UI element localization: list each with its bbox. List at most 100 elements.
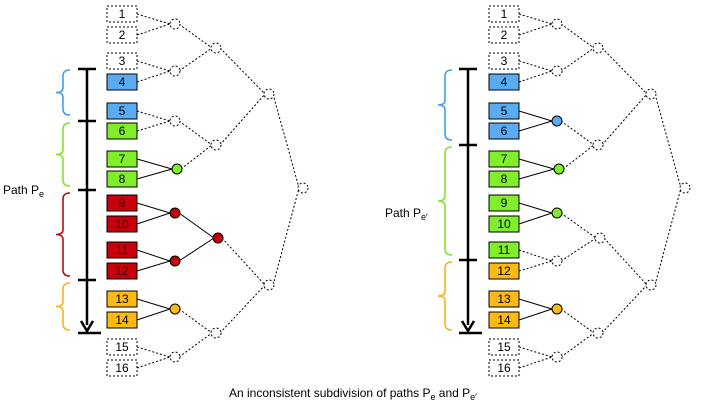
tree-edge — [518, 120, 553, 132]
leaf-label: 9 — [119, 196, 126, 210]
leaf-box — [106, 170, 138, 188]
leaf-box — [488, 338, 520, 356]
leaf-box — [106, 5, 138, 23]
tree-edge — [219, 47, 266, 95]
tree-edge — [136, 346, 171, 358]
leaf-label: 1 — [501, 7, 508, 21]
leaf-label: 1 — [119, 7, 126, 21]
segment-brace — [55, 192, 71, 277]
leaf-label: 3 — [119, 54, 126, 68]
path-node — [169, 207, 181, 219]
tree-edge — [560, 237, 597, 262]
path-node — [169, 303, 181, 315]
leaf-label: 5 — [501, 104, 508, 118]
tree-edge — [518, 202, 553, 214]
tree-edge — [136, 120, 171, 132]
tree-edge — [654, 93, 682, 189]
segment-brace — [437, 146, 453, 256]
leaf-box — [106, 338, 138, 356]
tree-edge — [136, 60, 171, 72]
leaf-label: 16 — [497, 361, 511, 375]
tree-node — [592, 42, 604, 54]
leaf-label: 4 — [119, 75, 126, 89]
tree-edge — [178, 332, 213, 358]
leaf-box — [106, 102, 138, 120]
tree-edge — [518, 298, 553, 310]
tree-node — [169, 18, 181, 30]
tree-node — [297, 182, 309, 194]
leaf-label: 2 — [119, 28, 126, 42]
tree-edge — [601, 93, 648, 146]
leaf-box — [488, 150, 520, 168]
path-node — [212, 232, 224, 244]
leaf-box — [106, 52, 138, 70]
tree-edge — [136, 298, 171, 310]
leaf-label: 11 — [116, 243, 129, 257]
tree-edge — [178, 237, 215, 262]
tree-edge — [178, 47, 213, 72]
tree-node — [645, 88, 657, 100]
leaf-label: 16 — [115, 361, 129, 375]
leaf-box — [106, 241, 138, 259]
segment-brace — [437, 69, 453, 141]
leaf-label: 10 — [115, 217, 129, 231]
tree-edge — [518, 308, 553, 321]
tree-node — [592, 327, 604, 339]
tree-edge — [560, 47, 595, 72]
tree-node — [263, 279, 275, 291]
tree-edge — [562, 144, 595, 170]
tree-node — [210, 327, 222, 339]
leaf-box — [106, 73, 138, 91]
tree-edge — [136, 70, 171, 83]
tree-edge — [136, 356, 171, 369]
tree-edge — [180, 144, 213, 170]
tree-edge — [221, 237, 266, 286]
leaf-box — [106, 290, 138, 308]
leaf-box — [106, 215, 138, 233]
tree-node — [551, 255, 563, 267]
tree-edge — [178, 212, 215, 239]
tree-edge — [136, 13, 171, 25]
path-node — [553, 163, 565, 175]
tree-edge — [518, 212, 553, 225]
tree-node — [551, 18, 563, 30]
tree-edge — [518, 168, 555, 180]
leaf-box — [488, 262, 520, 280]
path-node — [171, 163, 183, 175]
leaf-box — [106, 122, 138, 140]
leaf-box — [488, 73, 520, 91]
leaf-label: 4 — [501, 75, 508, 89]
path-node — [169, 255, 181, 267]
leaf-label: 10 — [497, 217, 511, 231]
tree-node — [594, 232, 606, 244]
left-path-label: Path Pe — [3, 183, 44, 199]
leaf-label: 13 — [497, 292, 511, 306]
segment-brace — [55, 69, 71, 116]
tree-edge — [272, 93, 300, 189]
leaf-label: 9 — [501, 196, 508, 210]
tree-edge — [654, 187, 682, 286]
leaf-box — [106, 359, 138, 377]
tree-node — [210, 42, 222, 54]
leaf-label: 8 — [119, 172, 126, 186]
leaf-label: 13 — [115, 292, 129, 306]
leaf-label: 12 — [115, 264, 129, 278]
path-node — [551, 207, 563, 219]
tree-edge — [178, 308, 213, 334]
segment-brace — [55, 282, 71, 331]
leaf-label: 15 — [497, 340, 511, 354]
path-arrowhead — [460, 320, 476, 334]
tree-node — [592, 139, 604, 151]
figure-caption: An inconsistent subdivision of paths Pe … — [229, 386, 477, 402]
leaf-box — [488, 311, 520, 329]
leaf-label: 14 — [497, 313, 511, 327]
tree-edge — [136, 110, 171, 122]
leaf-box — [488, 359, 520, 377]
tree-node — [679, 182, 691, 194]
leaf-label: 3 — [501, 54, 508, 68]
leaf-label: 5 — [119, 104, 126, 118]
tree-edge — [560, 120, 595, 146]
tree-edge — [219, 284, 266, 334]
leaf-box — [488, 5, 520, 23]
